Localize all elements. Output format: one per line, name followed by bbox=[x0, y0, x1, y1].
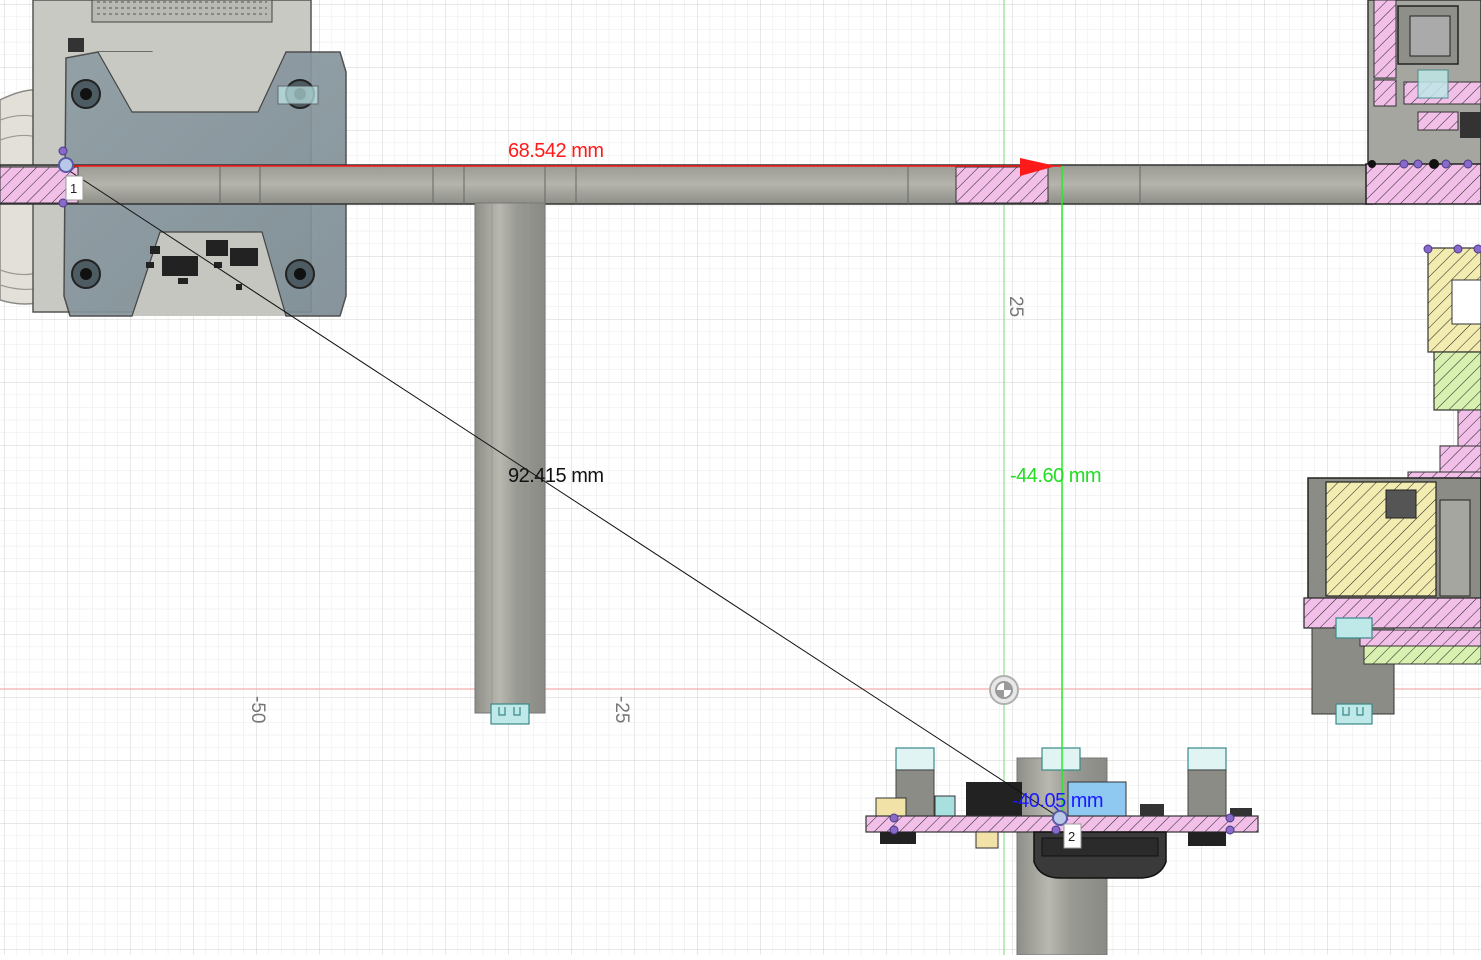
constraint-points bbox=[58, 146, 1481, 835]
total-measure-label: 92.415 mm bbox=[508, 465, 604, 487]
dy-measure-label: -44.60 mm bbox=[1010, 465, 1101, 487]
chip-components bbox=[146, 240, 258, 290]
vertical-rod-left[interactable] bbox=[474, 202, 546, 725]
section-block-mid bbox=[955, 166, 1049, 204]
motor-assembly[interactable] bbox=[0, 0, 347, 317]
ruler-tick-25: 25 bbox=[1005, 296, 1026, 317]
measurement-overlay bbox=[67, 158, 1069, 822]
origin-marker-icon[interactable] bbox=[989, 675, 1019, 705]
svg-text:1: 1 bbox=[70, 181, 77, 196]
section-block-left bbox=[0, 166, 79, 204]
ruler-tick-neg50: -50 bbox=[247, 696, 268, 723]
rod-clip-left bbox=[490, 703, 530, 725]
dz-measure-label: -40.05 mm bbox=[1012, 790, 1103, 812]
total-measure-line bbox=[67, 169, 1061, 819]
svg-text:2: 2 bbox=[1068, 829, 1075, 844]
measure-point-2[interactable]: 2 bbox=[1052, 810, 1082, 849]
bottom-board-assembly[interactable] bbox=[865, 747, 1259, 879]
ruler-tick-neg25: -25 bbox=[611, 696, 632, 723]
dx-arrowhead bbox=[1020, 158, 1056, 176]
dx-measure-label: 68.542 mm bbox=[508, 140, 604, 162]
horizontal-rail[interactable] bbox=[0, 164, 1373, 205]
measure-point-1[interactable]: 1 bbox=[58, 157, 84, 201]
right-assembly[interactable] bbox=[1303, 0, 1481, 725]
